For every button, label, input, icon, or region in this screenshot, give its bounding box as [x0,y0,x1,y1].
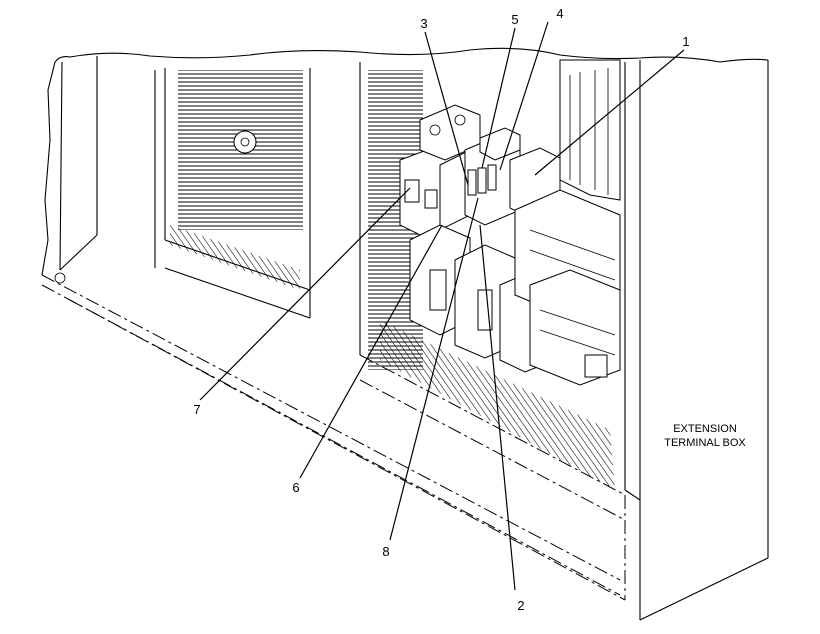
callout-3: 3 [420,16,427,31]
callout-2: 2 [517,598,524,613]
callout-6: 6 [292,480,299,495]
callout-8: 8 [382,544,389,559]
rotary-knob-icon [233,130,257,154]
box-caption-line1: EXTENSION [673,423,737,435]
leader-lines [199,21,685,591]
callout-7: 7 [193,402,200,417]
dashed-edges [41,272,626,601]
breaker-assembly [399,104,481,236]
cabinet-outline [41,47,769,621]
callout-4: 4 [556,6,563,21]
box-caption-line2: TERMINAL BOX [664,437,746,449]
callout-1: 1 [682,34,689,49]
callout-5: 5 [511,12,518,27]
terminal-blocks [514,59,621,386]
